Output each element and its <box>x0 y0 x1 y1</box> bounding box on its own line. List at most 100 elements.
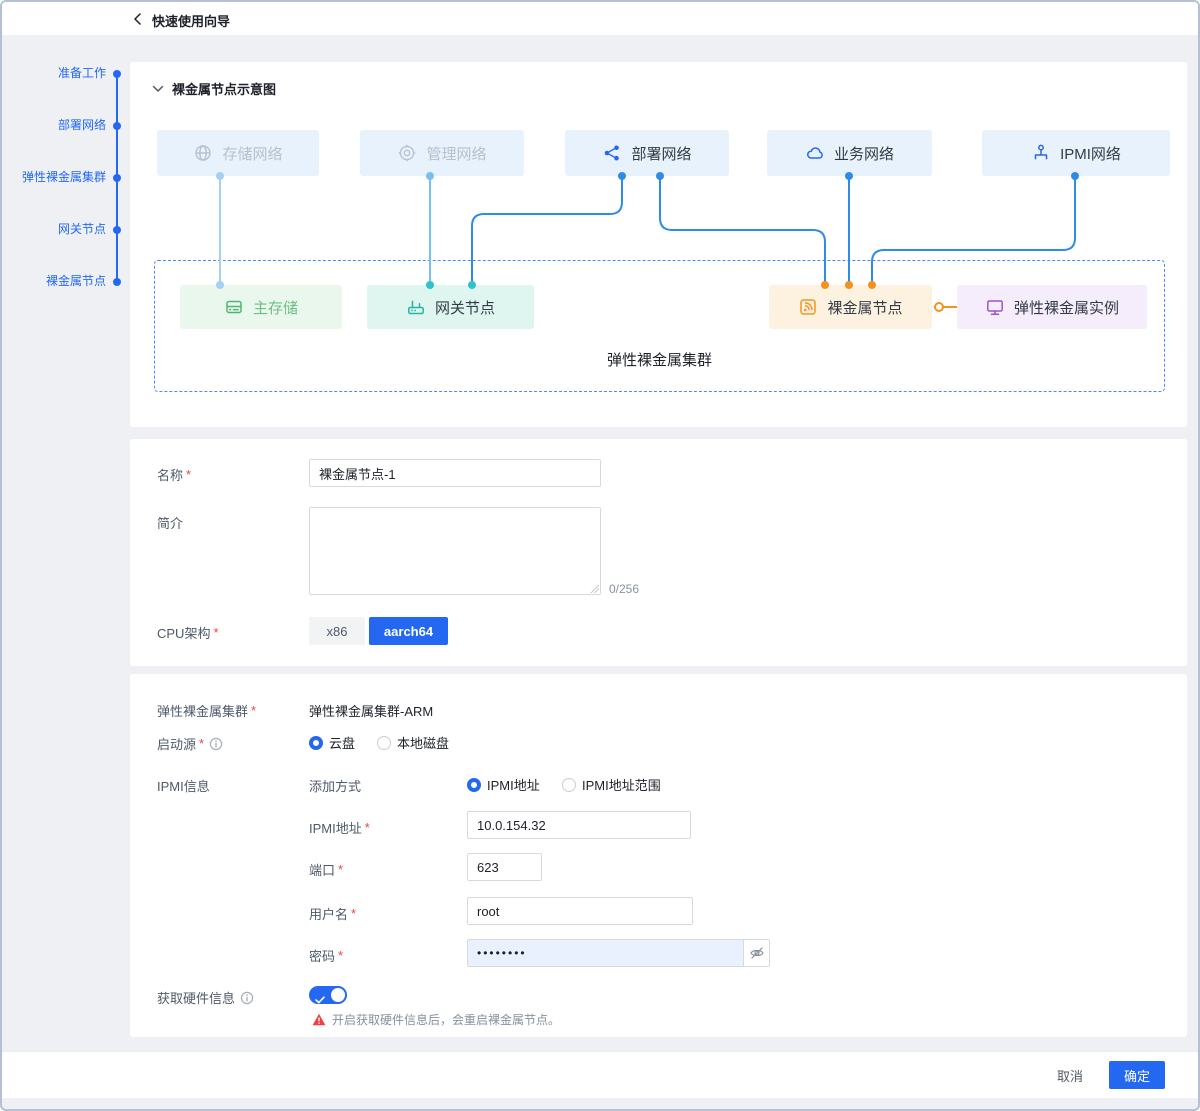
cluster-field-label: 弹性裸金属集群* <box>157 703 257 719</box>
baremetal-rss-icon <box>800 299 817 315</box>
page-title: 快速使用向导 <box>152 14 231 29</box>
back-button[interactable] <box>133 13 141 25</box>
stepper-item-elastic-cluster[interactable]: 弹性裸金属集群 <box>21 170 106 184</box>
name-input[interactable]: 裸金属节点-1 <box>309 459 601 487</box>
check-icon <box>315 996 325 1004</box>
node-label: 弹性裸金属实例 <box>1013 299 1119 317</box>
boot-source-label: 启动源* <box>157 734 223 753</box>
method-option-ipmi-address[interactable]: IPMI地址 <box>467 775 540 794</box>
network-box-deploy: 部署网络 <box>565 130 729 176</box>
router-icon <box>408 300 424 315</box>
stepper-dot <box>113 226 121 234</box>
cancel-button[interactable]: 取消 <box>1056 1068 1083 1084</box>
share-nodes-icon <box>605 145 620 161</box>
stepper-item-gateway-node[interactable]: 网关节点 <box>57 222 106 236</box>
network-label: IPMI网络 <box>1060 145 1121 163</box>
ipmi-address-input[interactable]: 10.0.154.32 <box>467 811 691 839</box>
port-input[interactable]: 623 <box>467 853 542 881</box>
port-label: 端口* <box>309 862 344 878</box>
gear-icon <box>399 144 416 162</box>
diagram-section-toggle[interactable]: 裸金属节点示意图 <box>152 79 276 98</box>
description-textarea[interactable] <box>309 507 601 595</box>
required-mark: * <box>351 906 357 921</box>
diagram-panel: 裸金属节点示意图 存储网络 管理网络 部署网络 业务网络 IPMI网络 主存储 <box>130 62 1187 427</box>
radio-unselected-icon <box>377 735 391 750</box>
info-icon <box>209 737 223 750</box>
footer-bar: 取消 确定 <box>2 1051 1198 1098</box>
stepper-dot <box>113 278 121 286</box>
top-bar: 快速使用向导 <box>2 2 1198 36</box>
cloud-icon <box>807 147 823 159</box>
radio-selected-icon <box>309 735 323 750</box>
hardware-info-label: 获取硬件信息 <box>157 988 254 1007</box>
char-counter: 0/256 <box>609 582 640 596</box>
ipmi-network-icon <box>1034 144 1048 160</box>
ipmi-section-label: IPMI信息 <box>157 779 210 794</box>
cpu-option-aarch64[interactable]: aarch64 <box>369 617 448 645</box>
password-input[interactable]: •••••••• <box>467 939 744 967</box>
network-box-business: 业务网络 <box>767 130 932 176</box>
password-field-group: •••••••• <box>467 939 770 967</box>
node-box-gateway: 网关节点 <box>367 285 534 329</box>
network-label: 部署网络 <box>631 145 692 163</box>
boot-option-local-disk[interactable]: 本地磁盘 <box>377 733 449 752</box>
chevron-down-icon <box>152 85 164 92</box>
network-box-management: 管理网络 <box>360 130 524 176</box>
network-box-ipmi: IPMI网络 <box>982 130 1170 176</box>
username-label: 用户名* <box>309 906 357 922</box>
stepper-dot <box>113 174 121 182</box>
required-mark: * <box>213 625 219 640</box>
required-mark: * <box>186 467 192 482</box>
node-box-baremetal: 裸金属节点 <box>769 285 932 329</box>
network-label: 管理网络 <box>426 145 487 163</box>
required-mark: * <box>364 820 370 835</box>
method-option-ipmi-range[interactable]: IPMI地址范围 <box>562 775 661 794</box>
info-icon <box>240 991 254 1004</box>
cpu-arch-label: CPU架构* <box>157 625 219 641</box>
toggle-password-visibility-button[interactable] <box>744 939 770 967</box>
required-mark: * <box>251 703 257 718</box>
diagram-section-title: 裸金属节点示意图 <box>172 82 277 97</box>
globe-icon <box>195 145 212 161</box>
cpu-option-x86[interactable]: x86 <box>309 617 365 645</box>
node-label: 主存储 <box>252 299 298 317</box>
stepper-dot <box>113 70 121 78</box>
required-mark: * <box>338 948 344 963</box>
boot-option-cloud-disk[interactable]: 云盘 <box>309 733 355 752</box>
hardware-info-toggle[interactable] <box>309 986 347 1004</box>
hardware-info-warning: 开启获取硬件信息后，会重启裸金属节点。 <box>312 1011 560 1028</box>
network-label: 存储网络 <box>222 145 283 163</box>
username-input[interactable]: root <box>467 897 693 925</box>
radio-selected-icon <box>467 777 481 792</box>
resize-handle[interactable] <box>590 584 599 593</box>
confirm-button[interactable]: 确定 <box>1108 1061 1165 1089</box>
node-label: 裸金属节点 <box>827 299 903 317</box>
password-label: 密码* <box>309 948 344 964</box>
cluster-label: 弹性裸金属集群 <box>606 352 712 369</box>
monitor-icon <box>987 300 1003 315</box>
stepper-item-baremetal-node[interactable]: 裸金属节点 <box>45 274 106 288</box>
stepper-item-prepare[interactable]: 准备工作 <box>57 66 106 80</box>
node-box-instance: 弹性裸金属实例 <box>957 285 1147 329</box>
warning-triangle-icon <box>312 1013 326 1026</box>
ipmi-address-label: IPMI地址* <box>309 820 370 836</box>
cluster-value: 弹性裸金属集群-ARM <box>309 704 434 719</box>
network-box-storage: 存储网络 <box>157 130 319 176</box>
stepper-dot <box>113 122 121 130</box>
required-mark: * <box>338 862 344 877</box>
storage-icon <box>226 300 242 314</box>
name-label: 名称* <box>157 467 192 483</box>
radio-unselected-icon <box>562 777 576 792</box>
toggle-knob <box>331 988 345 1002</box>
basic-form-panel: 名称* 裸金属节点-1 简介 0/256 CPU架构* x86 aarch64 <box>130 439 1187 666</box>
add-method-label: 添加方式 <box>309 779 362 794</box>
node-label: 网关节点 <box>434 299 495 317</box>
required-mark: * <box>199 736 205 751</box>
node-box-main-storage: 主存储 <box>180 285 342 329</box>
network-label: 业务网络 <box>833 145 894 163</box>
description-label: 简介 <box>157 516 184 531</box>
detail-form-panel: 弹性裸金属集群* 弹性裸金属集群-ARM 启动源* 云盘 本地磁盘 IPMI信息… <box>130 674 1187 1037</box>
eye-slash-icon <box>749 947 764 959</box>
stepper-item-deploy-network[interactable]: 部署网络 <box>57 118 106 132</box>
